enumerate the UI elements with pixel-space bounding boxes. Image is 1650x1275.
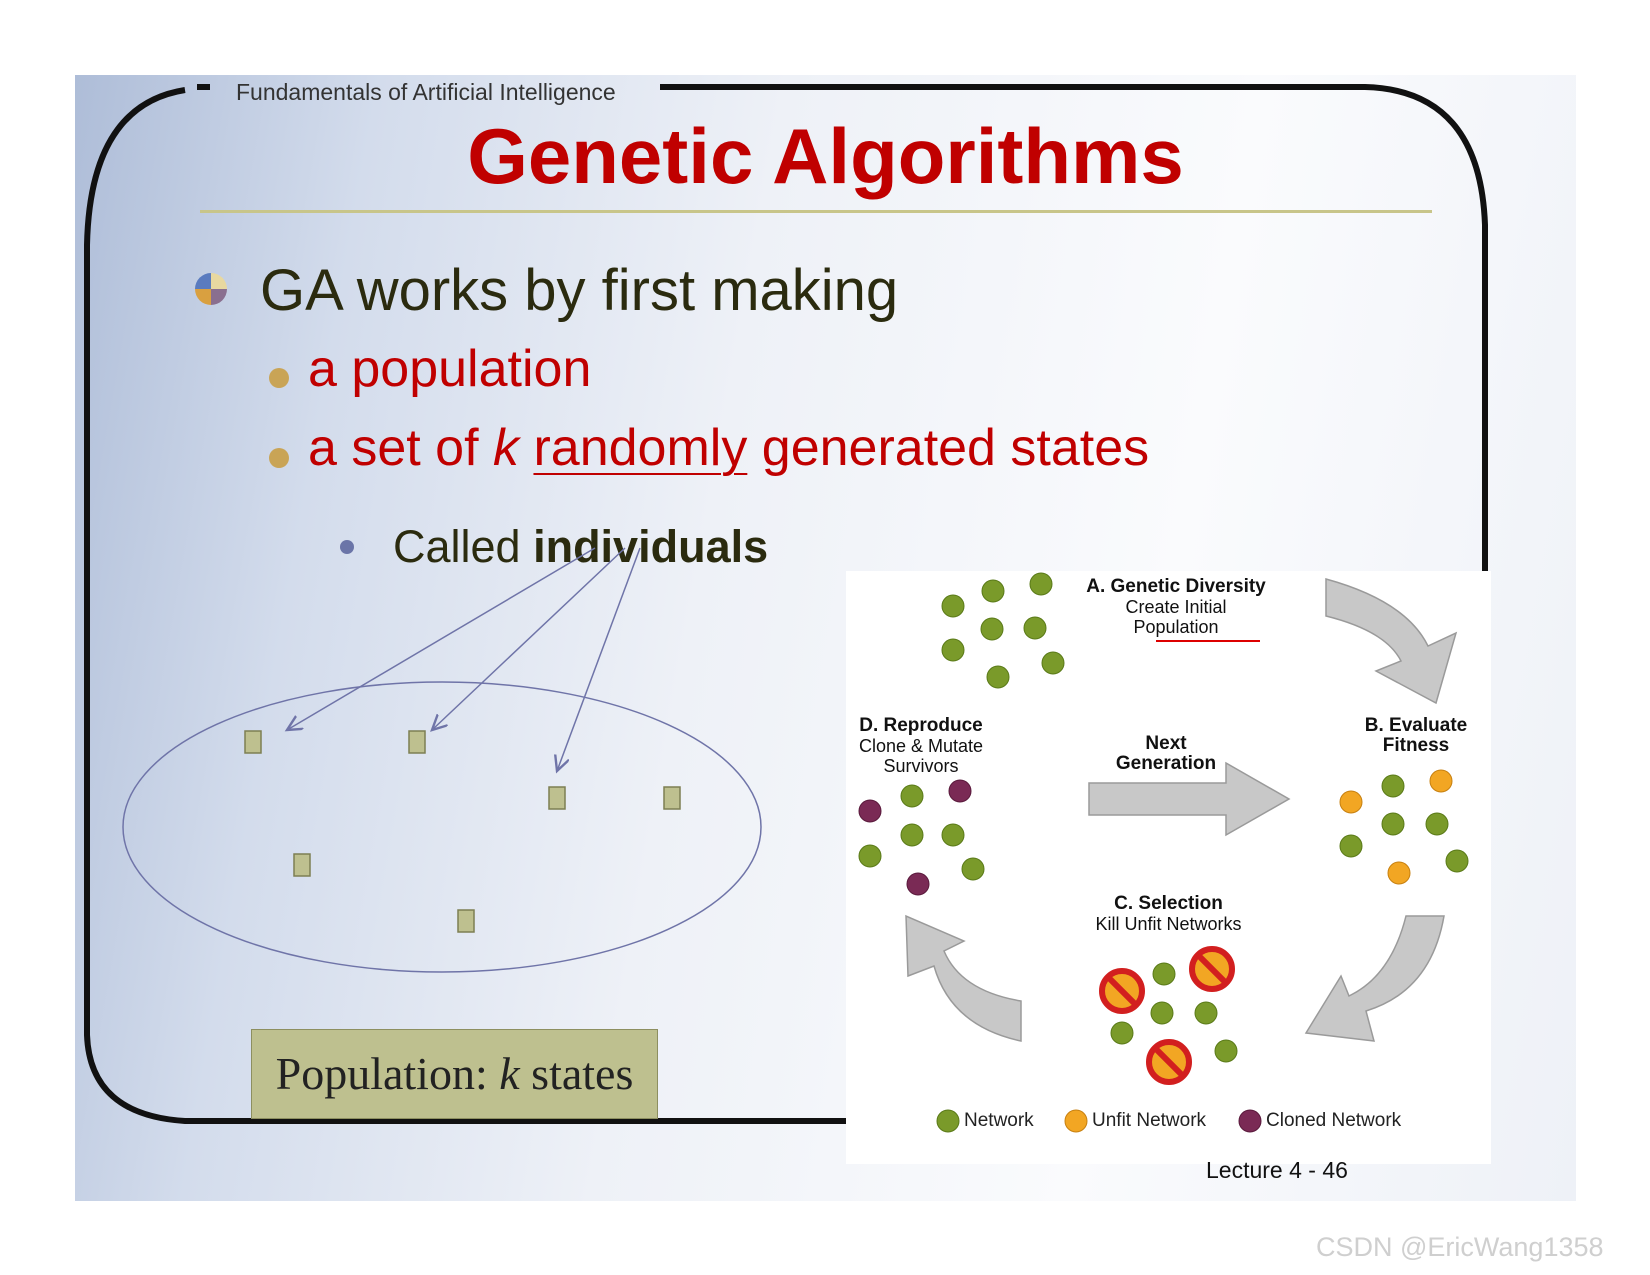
text-span: Population: — [275, 1048, 500, 1099]
slide-title: Genetic Algorithms — [467, 112, 1184, 200]
arrow-c-to-d — [1304, 915, 1445, 1042]
step-c-title: C. Selection — [1114, 893, 1223, 914]
bullet-individuals: Called individuals — [393, 521, 768, 573]
text-span: Called — [393, 521, 534, 572]
step-c-label: C. Selection Kill Unfit Networks — [1081, 893, 1256, 935]
kill-icon — [1146, 1039, 1192, 1085]
population-c — [1099, 946, 1238, 1085]
step-a-title: A. Genetic Diversity — [1086, 576, 1266, 597]
step-a-label: A. Genetic Diversity Create Initial Popu… — [1071, 576, 1281, 638]
individual-state — [457, 909, 475, 933]
ga-cycle-diagram: A. Genetic Diversity Create Initial Popu… — [846, 571, 1491, 1164]
watermark: CSDN @EricWang1358 — [1316, 1232, 1604, 1262]
population-ellipse — [122, 681, 762, 973]
step-b-label: B. Evaluate Fitness — [1346, 716, 1486, 756]
legend-unfit: Unfit Network — [1092, 1110, 1207, 1131]
legend-cloned-icon — [1238, 1109, 1262, 1133]
slide-footer: Lecture 4 - 46 — [1206, 1157, 1348, 1183]
text-span: a set of — [308, 419, 493, 477]
legend-network-icon — [936, 1109, 960, 1133]
cycle-graphics — [858, 572, 1469, 1133]
population-diagram — [122, 547, 762, 973]
individual-state — [663, 786, 681, 810]
text-span: generated states — [747, 419, 1150, 477]
next-generation-arrow — [1088, 761, 1291, 837]
population-a — [941, 572, 1065, 689]
pointer-arrow — [557, 547, 641, 771]
population-box: Population: k states — [251, 1029, 658, 1119]
step-d-label: D. Reproduce Clone & Mutate Survivors — [846, 715, 996, 777]
step-d-line2: Survivors — [883, 756, 959, 776]
step-a-line1: Create Initial — [1125, 597, 1227, 617]
kill-icon — [1099, 968, 1145, 1014]
step-b-title2: Fitness — [1382, 735, 1450, 756]
pointer-arrow — [287, 547, 596, 730]
title-rule — [200, 210, 1432, 213]
arrow-d-to-a — [905, 914, 1022, 1042]
kill-icon — [1189, 946, 1235, 992]
bullet-dot — [340, 540, 354, 554]
step-a-line2: Population — [1133, 617, 1219, 637]
bullet-level1: GA works by first making — [260, 258, 899, 323]
legend-cloned: Cloned Network — [1266, 1110, 1402, 1131]
step-c-line1: Kill Unfit Networks — [1095, 914, 1242, 934]
legend-network: Network — [964, 1110, 1034, 1131]
header-text: Fundamentals of Artificial Intelligence — [236, 79, 616, 105]
randomly-underlined: randomly — [533, 419, 748, 477]
legend-unfit-icon — [1064, 1109, 1088, 1133]
individual-state — [548, 786, 566, 810]
bullet-dot — [269, 368, 289, 388]
pointer-arrow — [432, 547, 626, 730]
bullet-dot — [269, 448, 289, 468]
next-line1: Next — [1145, 733, 1187, 754]
bullet-population: a population — [308, 340, 592, 398]
step-d-line1: Clone & Mutate — [858, 736, 984, 756]
text-span: states — [519, 1048, 634, 1099]
step-d-title: D. Reproduce — [859, 715, 983, 736]
population-b — [1339, 769, 1469, 885]
individual-state — [408, 730, 426, 754]
bullet-random-states: a set of k randomly generated states — [308, 418, 1149, 478]
individual-state — [244, 730, 262, 754]
quadrant-bullet-icon — [195, 273, 227, 305]
individuals-bold: individuals — [533, 521, 769, 572]
slide: Fundamentals of Artificial Intelligence … — [75, 75, 1576, 1201]
next-generation-label: Next Generation — [1101, 734, 1231, 774]
population-d — [858, 779, 985, 896]
individual-state — [293, 853, 311, 877]
k-italic: k — [499, 1048, 520, 1099]
arrow-a-to-b — [1325, 578, 1458, 705]
k-italic: k — [493, 419, 519, 477]
step-b-title1: B. Evaluate — [1364, 715, 1468, 736]
next-line2: Generation — [1115, 753, 1217, 774]
